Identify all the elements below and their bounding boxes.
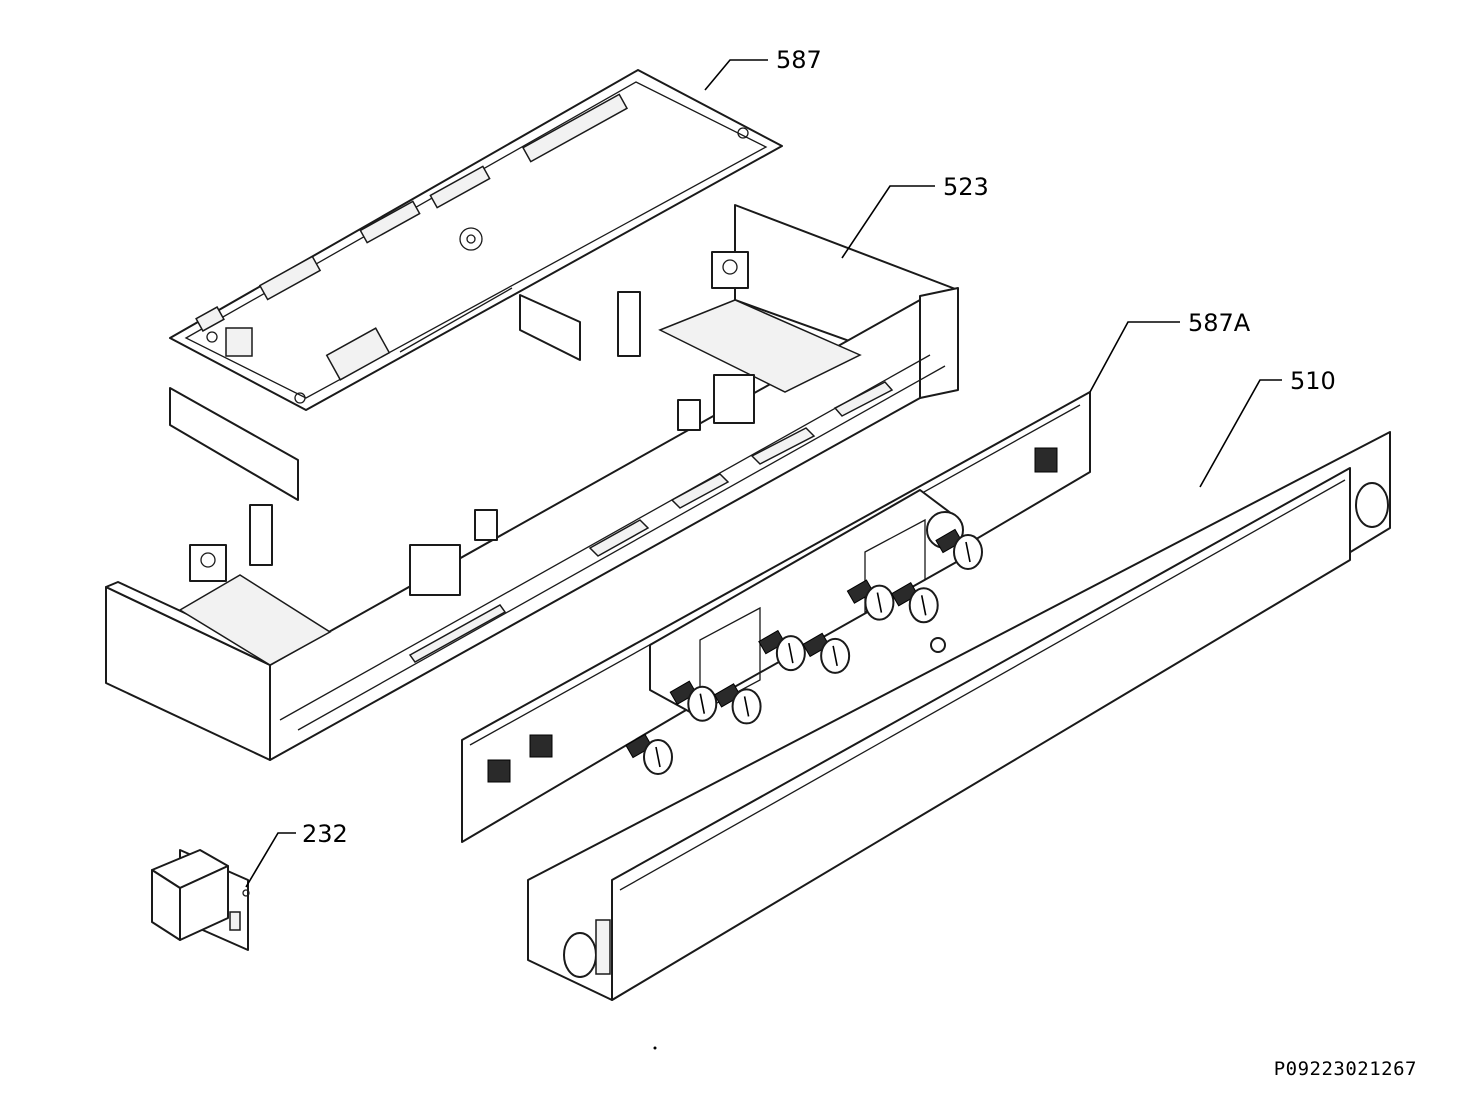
control-knob [935,528,983,570]
callout-587a: 587A [1188,309,1251,337]
callout-523: 523 [943,173,989,201]
control-knobs [625,528,983,775]
housing-slots [408,381,894,663]
stray-dot [653,1046,657,1050]
callout-232: 232 [302,820,348,848]
board-connectors [195,93,629,381]
housing-clips [189,251,755,596]
control-knob [669,680,718,722]
callout-510: 510 [1290,367,1336,395]
part-523-housing [105,204,959,761]
callout-587: 587 [776,46,822,74]
part-232-transformer [151,849,250,951]
control-knob [802,632,851,674]
control-knob [891,582,939,624]
board-teeth [487,447,1058,783]
control-knob [713,683,762,725]
control-knob [625,733,673,775]
control-knob [758,629,806,672]
leader-lines [245,59,1282,888]
part-587a-display-board [461,391,1091,843]
part-510-front-panel [527,431,1391,1001]
part-587-circuit-board [169,69,783,411]
drawing-reference-code: P09223021267 [1273,1058,1417,1080]
control-knob [846,579,895,621]
